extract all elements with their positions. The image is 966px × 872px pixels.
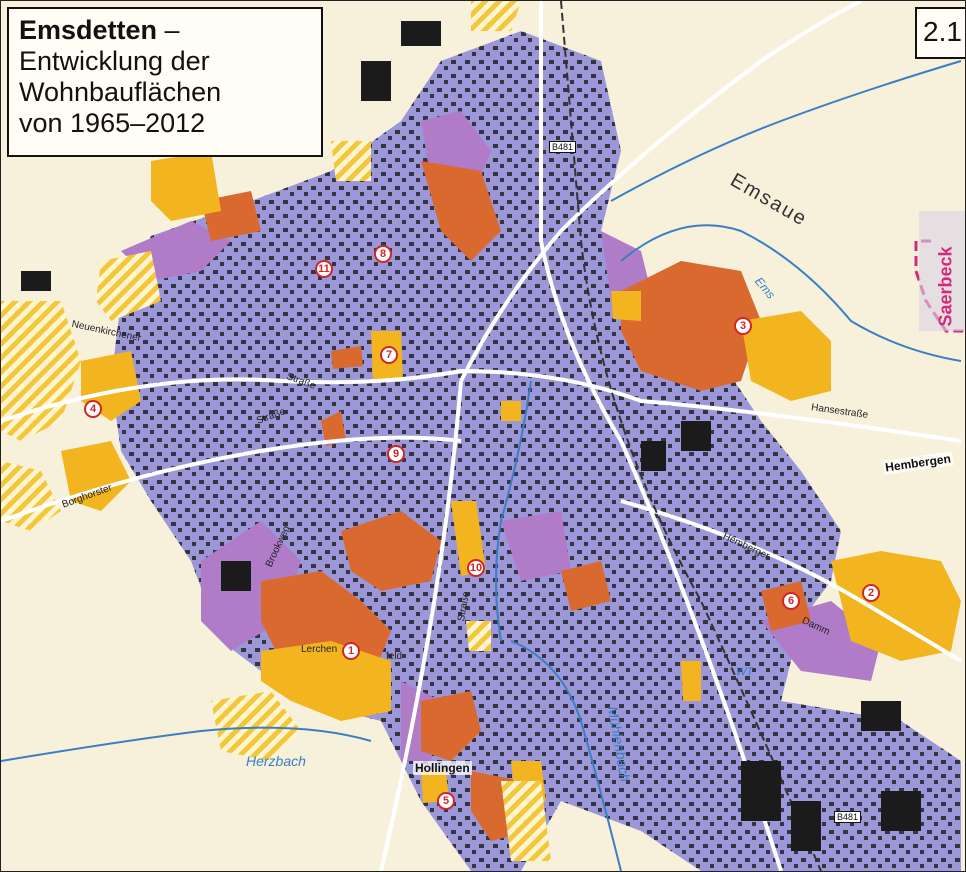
title-dash: –	[157, 15, 180, 45]
road-shield-b481-north: B481	[549, 141, 577, 153]
title-line-3: Wohnbauflächen	[19, 77, 222, 107]
title-line-4: von 1965–2012	[19, 108, 206, 138]
marker-2: 2	[862, 584, 880, 602]
marker-10: 10	[467, 559, 485, 577]
railway	[560, 1, 822, 871]
marker-6: 6	[782, 592, 800, 610]
marker-7: 7	[380, 346, 398, 364]
planned-areas-hatched	[1, 1, 551, 861]
marker-3: 3	[734, 317, 752, 335]
saerbeck-area	[919, 211, 965, 331]
marker-9: 9	[387, 445, 405, 463]
marker-5: 5	[437, 792, 455, 810]
title-line-2: Entwicklung der	[19, 46, 210, 76]
waterways	[1, 60, 962, 871]
marker-11: 11	[315, 260, 333, 278]
label-wt: WT	[736, 666, 754, 678]
map-number: 2.1	[915, 7, 965, 59]
marker-4: 4	[84, 400, 102, 418]
marker-1: 1	[342, 642, 360, 660]
label-saerbeck: Saerbeck	[935, 246, 956, 327]
label-herzbach: Herzbach	[246, 753, 306, 769]
marker-8: 8	[374, 245, 392, 263]
label-hollingen: Hollingen	[413, 761, 472, 775]
road-shield-b481-south: B481	[834, 811, 862, 823]
industrial-buildings	[21, 21, 921, 851]
label-lerchen: Lerchen	[301, 644, 338, 655]
label-feld: feld	[386, 651, 403, 662]
map-title-box: Emsdetten – Entwicklung der Wohnbaufläch…	[7, 7, 323, 157]
title-line-1: Emsdetten –	[19, 15, 311, 46]
town-name: Emsdetten	[19, 15, 158, 45]
